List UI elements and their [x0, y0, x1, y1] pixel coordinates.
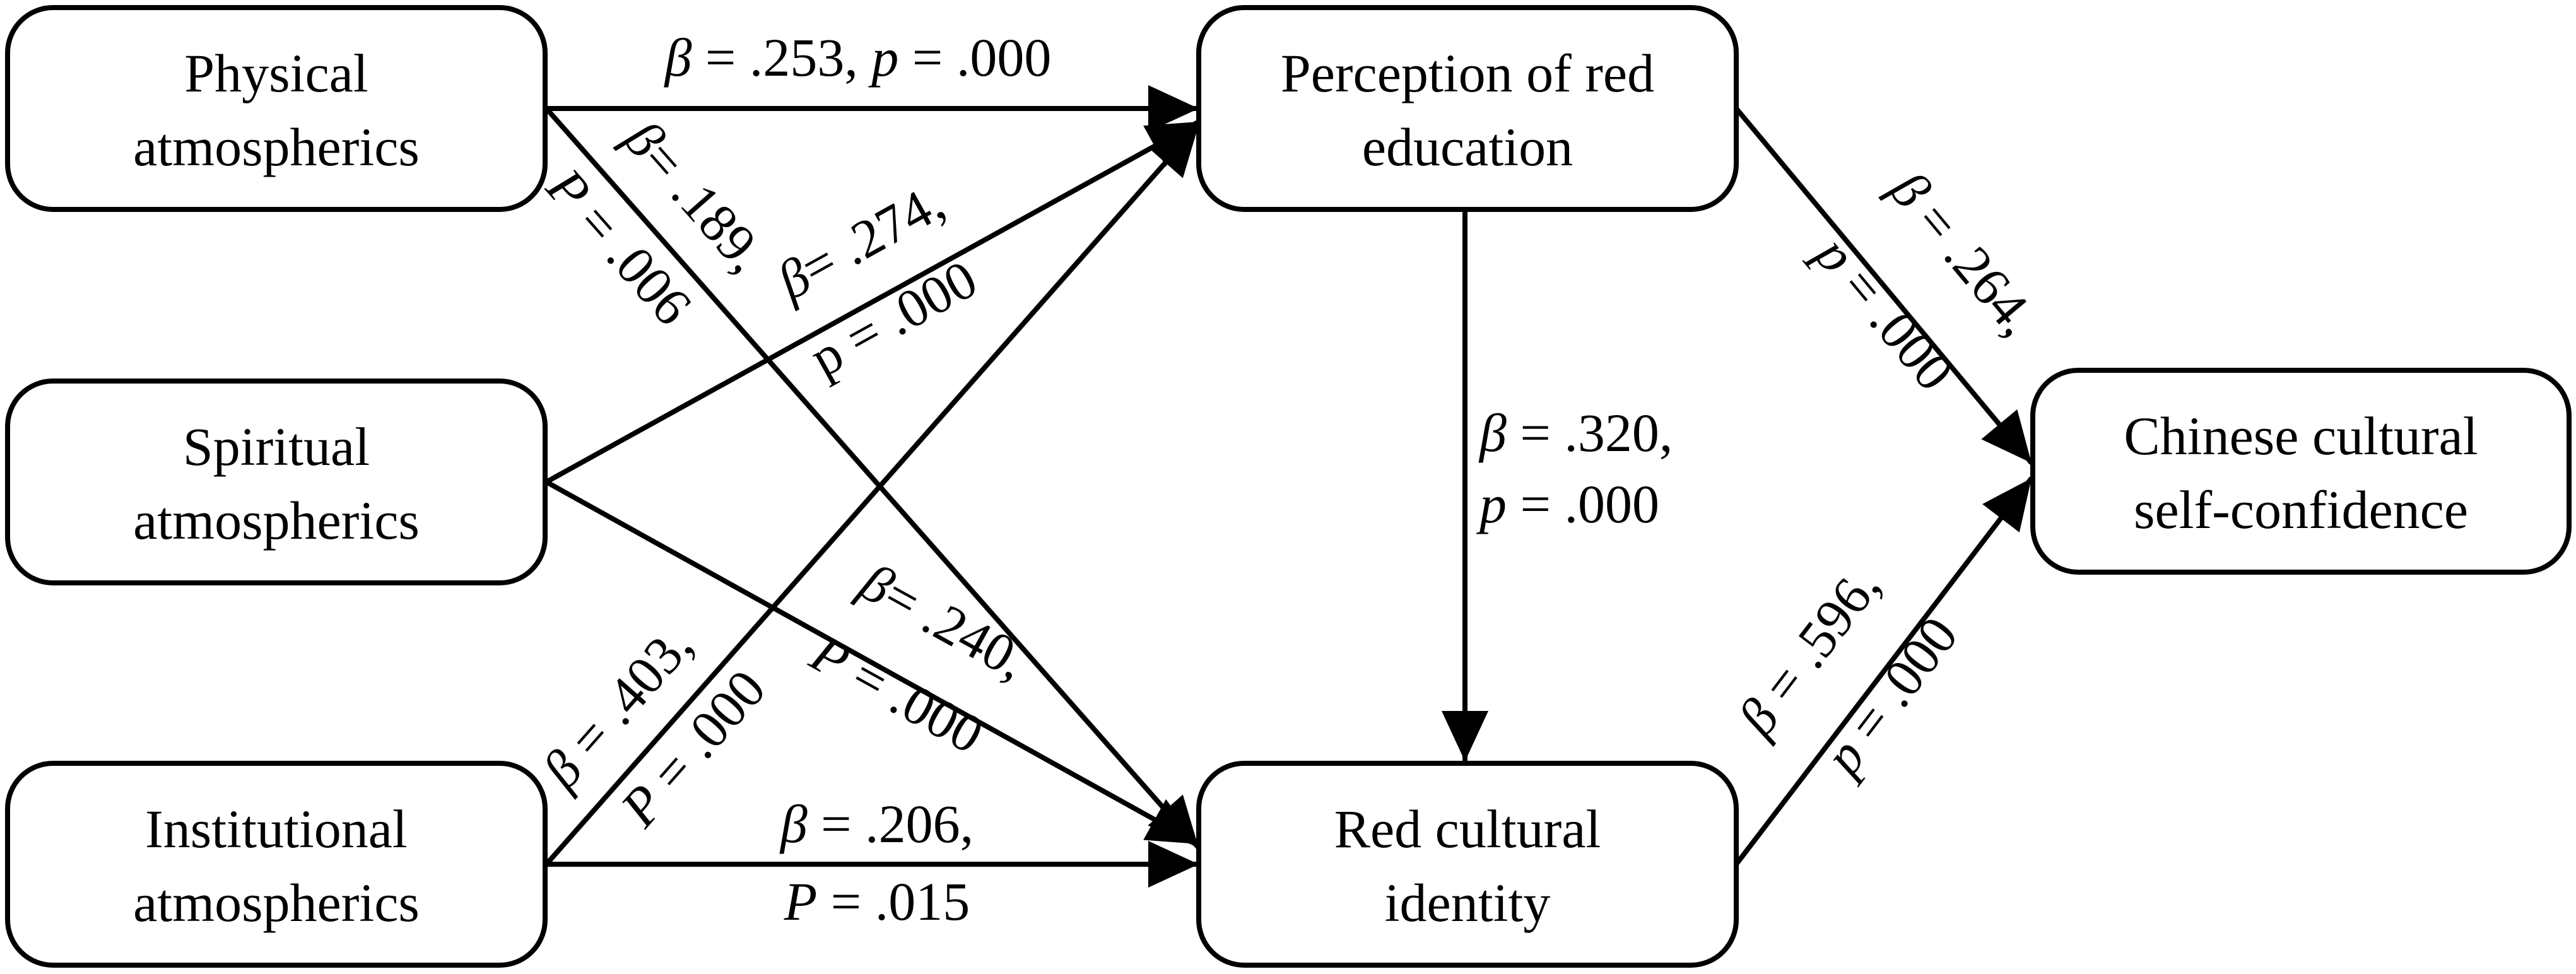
node-institutional-atmospherics: Institutional atmospherics: [5, 761, 548, 968]
node-label: atmospherics: [133, 490, 420, 551]
node-perception-of-red-education: Perception of red education: [1196, 5, 1739, 212]
node-label: atmospherics: [133, 872, 420, 933]
edge-spiritual-to-perception: [545, 119, 1200, 484]
edge-label-perception-identity-beta: β = .320,: [1478, 402, 1673, 463]
edge-institutional-to-perception: [544, 123, 1201, 866]
edge-identity-to-confidence: [1734, 476, 2034, 866]
node-label: Physical: [184, 43, 368, 103]
node-label: Spiritual: [183, 416, 370, 477]
node-label: self-confidence: [2134, 479, 2468, 540]
node-label: Institutional: [145, 799, 408, 859]
node-spiritual-atmospherics: Spiritual atmospherics: [5, 378, 548, 585]
edge-label-physical-perception: β = .253, p = .000: [664, 27, 1052, 88]
node-label: Perception of red: [1281, 43, 1654, 103]
edge-physical-to-identity: [544, 107, 1201, 850]
node-chinese-cultural-self-confidence: Chinese cultural self-confidence: [2030, 368, 2572, 575]
edge-perception-to-confidence: [1734, 107, 2034, 465]
node-label: identity: [1385, 872, 1551, 933]
edge-spiritual-to-identity: [545, 479, 1200, 847]
node-label: education: [1362, 117, 1573, 177]
edge-label-perception-identity-p: p = .000: [1476, 474, 1659, 534]
node-physical-atmospherics: Physical atmospherics: [5, 5, 548, 212]
node-label: Red cultural: [1334, 799, 1601, 859]
edge-label-institutional-identity-p: P = .015: [784, 871, 970, 932]
node-label: Chinese cultural: [2124, 406, 2478, 466]
node-red-cultural-identity: Red cultural identity: [1196, 761, 1739, 968]
node-label: atmospherics: [133, 117, 420, 177]
edge-label-institutional-identity-beta: β = .206,: [779, 794, 973, 854]
